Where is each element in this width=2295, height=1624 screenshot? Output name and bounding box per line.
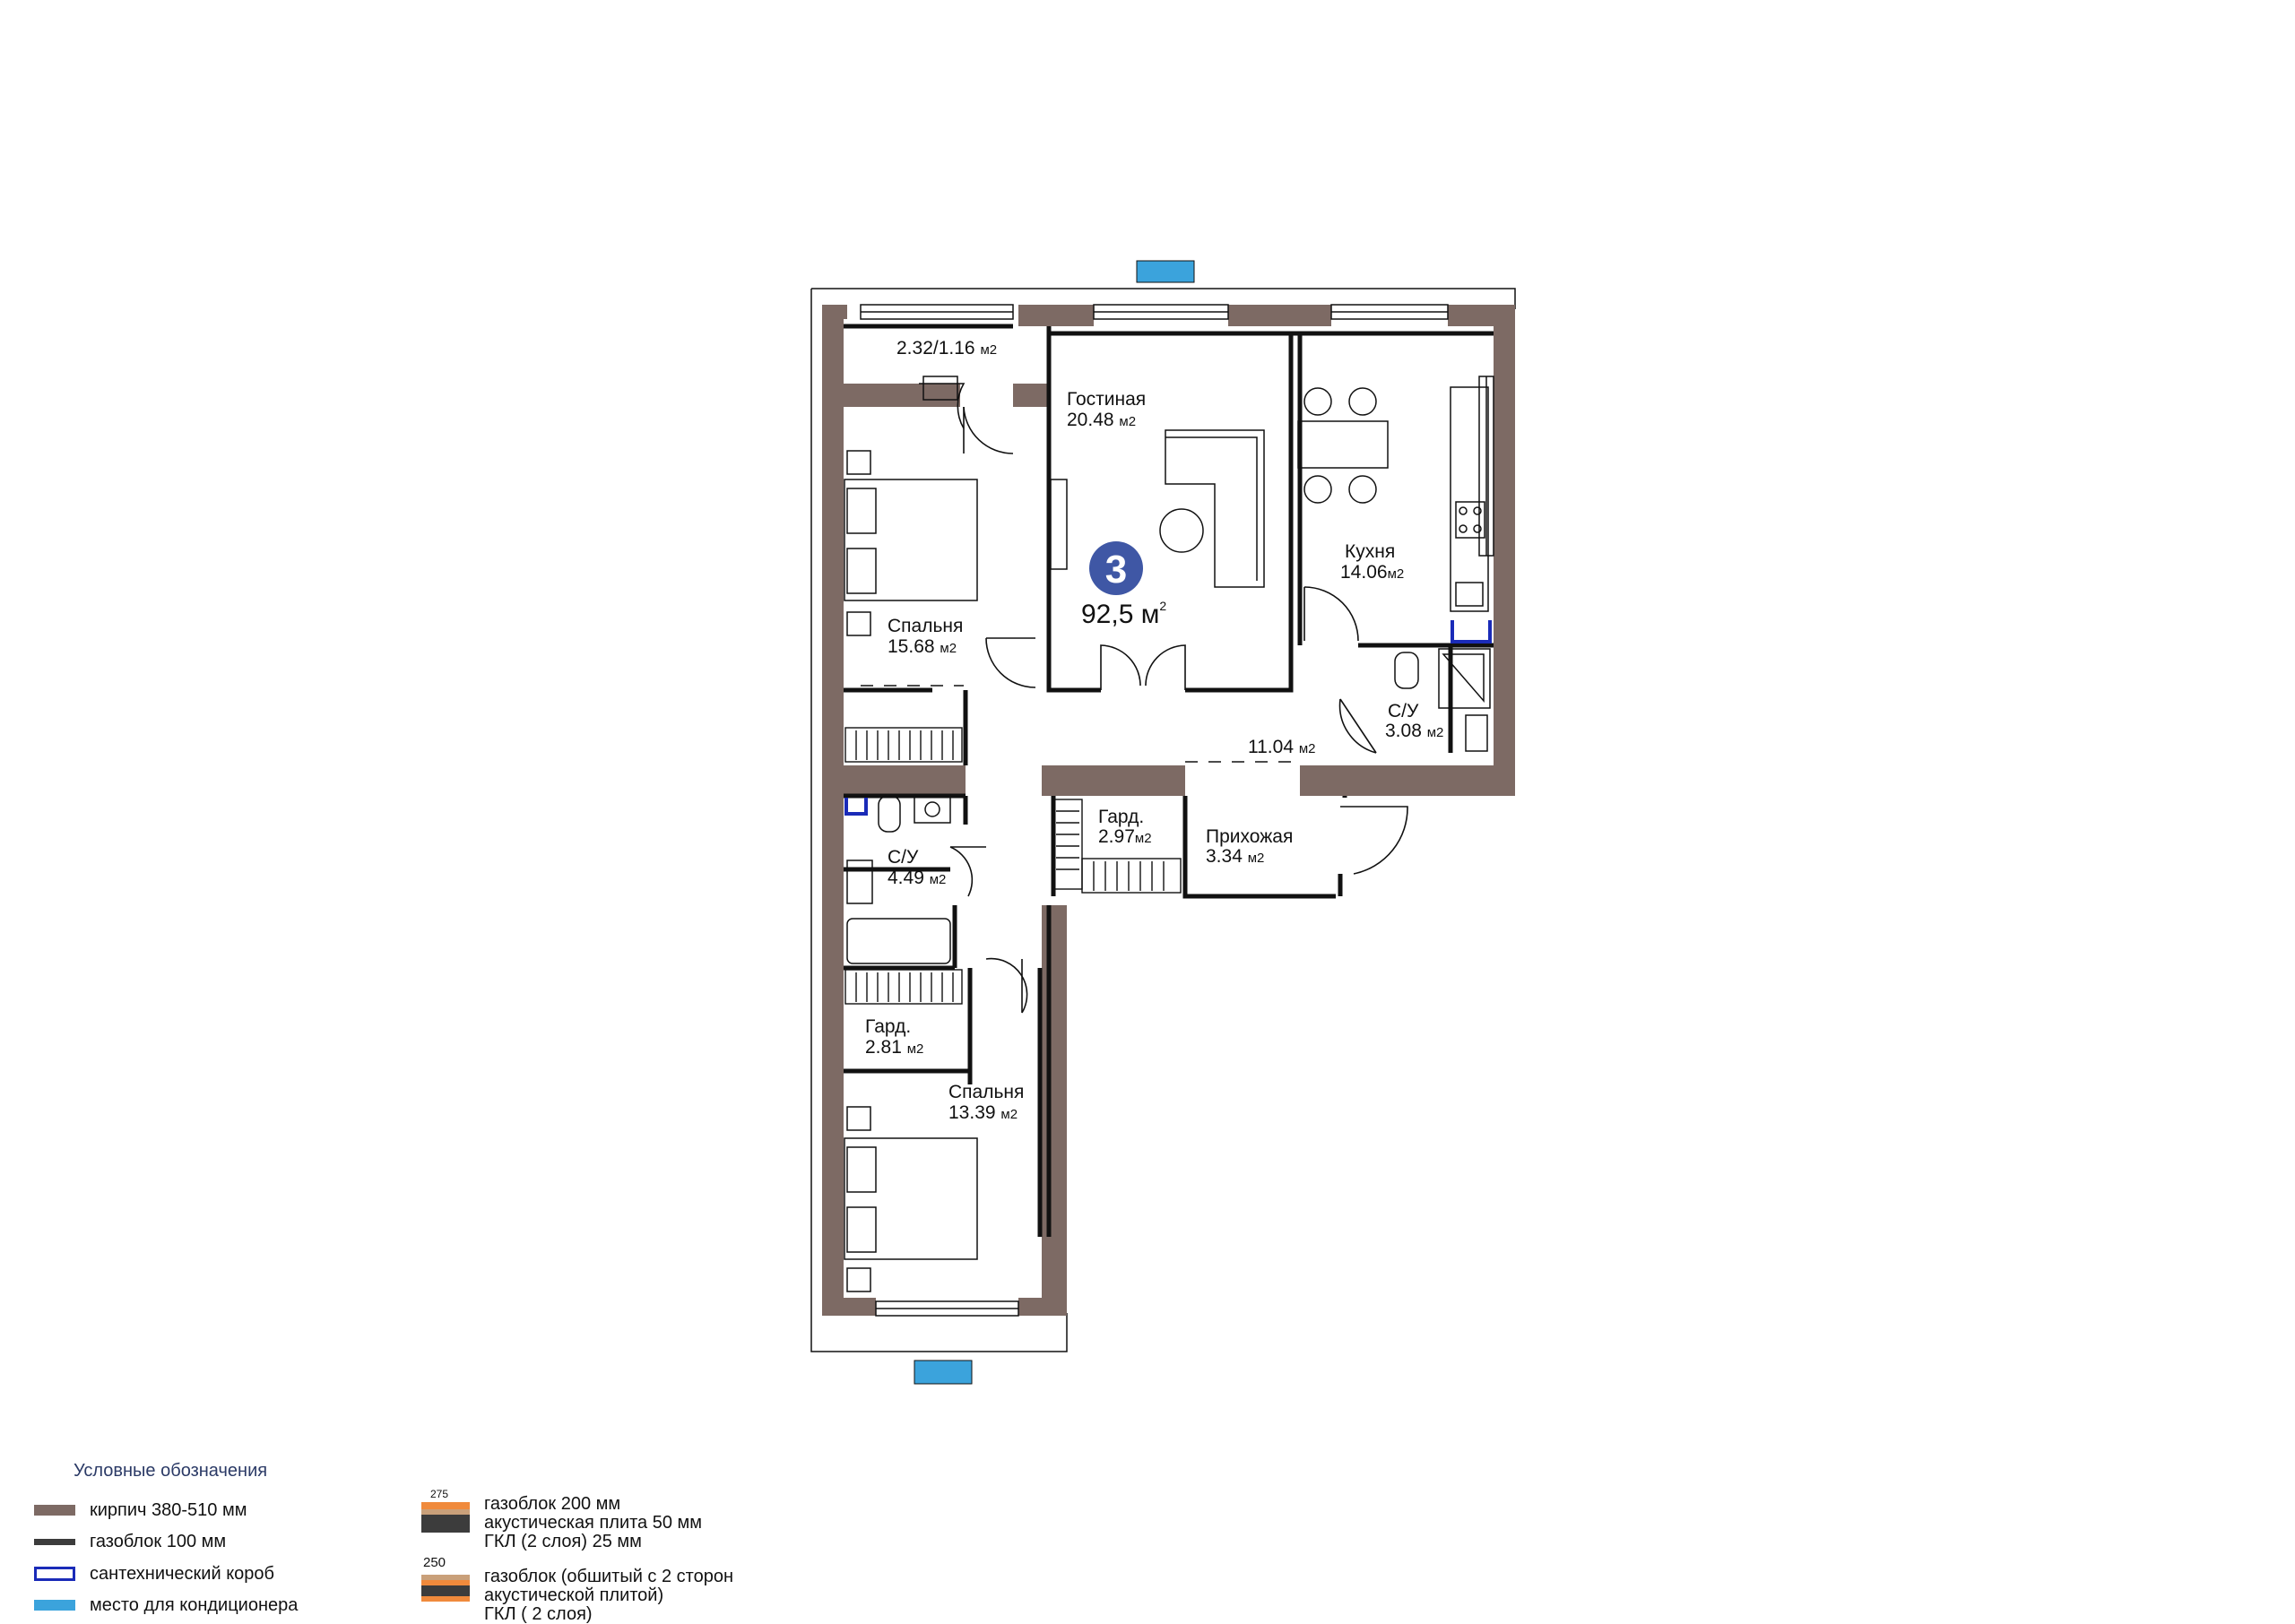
apartment-badge	[1089, 541, 1143, 595]
bathroom-small-area: 3.08	[1385, 721, 1422, 741]
furniture	[844, 376, 1491, 1292]
svg-text:20.48 м2: 20.48 м2	[1067, 410, 1136, 430]
gasblock-swatch	[34, 1538, 75, 1545]
svg-text:14.06м2: 14.06м2	[1340, 562, 1404, 583]
legend-item-plumbing: сантехнический короб	[34, 1560, 274, 1587]
wardrobe-1-area: 2.97	[1098, 826, 1135, 847]
svg-text:2.97м2: 2.97м2	[1098, 826, 1152, 847]
wall-spec-line: ГКЛ ( 2 слоя)	[484, 1604, 593, 1624]
brick-walls	[822, 305, 1515, 1316]
ac-place-top	[1136, 260, 1195, 283]
legend-item-ac: место для кондиционера	[34, 1592, 298, 1619]
wall-spec-line: ГКЛ (2 слоя) 25 мм	[484, 1532, 642, 1551]
tv-icon	[1050, 479, 1068, 570]
ac-place-bottom	[914, 1360, 973, 1385]
legend-item-label: газоблок 100 мм	[90, 1531, 227, 1551]
svg-text:3.08 м2: 3.08 м2	[1385, 721, 1443, 741]
legend-item-brick: кирпич 380-510 мм	[34, 1497, 247, 1524]
dining-table-icon	[1297, 420, 1389, 469]
wardrobe-2-name: Гард.	[865, 1016, 911, 1037]
svg-text:13.39 м2: 13.39 м2	[948, 1102, 1018, 1123]
shower-icon	[1438, 648, 1491, 709]
zone-lines	[861, 685, 1291, 763]
toilet-icon	[878, 795, 901, 833]
legend-item-label: место для кондиционера	[90, 1594, 299, 1615]
balcony-area: 2.32/1.16	[896, 338, 975, 358]
svg-text:15.68 м2: 15.68 м2	[888, 636, 957, 657]
outer-outline	[810, 288, 1516, 1352]
wardrobe-racks	[844, 727, 1182, 1005]
washing-machine-icon	[914, 795, 951, 824]
wall-section-icon	[421, 1502, 470, 1533]
legend-item-gasblock: газоблок 100 мм	[34, 1528, 226, 1555]
bed-icon	[844, 1137, 978, 1260]
wall-spec-line: газоблок (обшитый с 2 сторон	[484, 1567, 734, 1586]
bedroom-1-name: Спальня	[888, 616, 963, 636]
legend-item-label: сантехнический короб	[90, 1563, 274, 1584]
bathtub-icon	[846, 918, 951, 964]
toilet-icon	[1394, 652, 1419, 689]
sink-icon	[1455, 582, 1484, 607]
corridor-area: 11.04	[1248, 737, 1294, 757]
wall-spec-line: газоблок 200 мм	[484, 1494, 621, 1514]
svg-text:4.49 м2: 4.49 м2	[888, 868, 946, 888]
brick-swatch	[34, 1505, 75, 1516]
living-room-name: Гостиная	[1067, 389, 1146, 410]
apartment-rooms-count: 3	[1105, 548, 1127, 592]
stove-icon	[1455, 501, 1485, 539]
bedroom-2-name: Спальня	[948, 1082, 1024, 1102]
bathroom-small-name: С/У	[1388, 701, 1419, 721]
kitchen-area: 14.06	[1340, 562, 1388, 583]
bed-icon	[844, 479, 978, 601]
legend: Условные обозначения кирпич 380-510 мм г…	[34, 1452, 841, 1624]
room-labels: 2.32/1.16 м2 Гостиная 20.48 м2 Кухня 14.…	[865, 338, 1443, 1123]
plumbing-swatch	[34, 1567, 75, 1581]
ac-swatch	[34, 1600, 75, 1611]
wall-section-icon	[421, 1575, 470, 1602]
svg-text:2.81 м2: 2.81 м2	[865, 1037, 923, 1058]
windows	[860, 304, 1494, 1317]
svg-text:11.04 м2: 11.04 м2	[1248, 737, 1316, 757]
wall-spec-line: акустическая плита 50 мм	[484, 1513, 703, 1533]
bathroom-main-area: 4.49	[888, 868, 924, 888]
bathroom-main-name: С/У	[888, 847, 919, 868]
plumbing-boxes	[844, 620, 1492, 816]
svg-text:3.34 м2: 3.34 м2	[1206, 846, 1264, 867]
wardrobe-2-area: 2.81	[865, 1037, 902, 1058]
table-icon	[1159, 508, 1204, 553]
sofa-icon	[1165, 429, 1265, 588]
hallway-area: 3.34	[1206, 846, 1243, 867]
wardrobe-1-name: Гард.	[1098, 807, 1144, 827]
wall-spec-line: акустической плитой)	[484, 1585, 664, 1605]
svg-text:2.32/1.16 м2: 2.32/1.16 м2	[896, 338, 997, 358]
washbasin-icon	[1465, 714, 1488, 752]
apartment-total-area: 92,5 м2	[1081, 599, 1166, 629]
doors	[919, 383, 1408, 1014]
bedroom-2-area: 13.39	[948, 1102, 996, 1123]
legend-item-label: кирпич 380-510 мм	[90, 1499, 247, 1520]
hallway-name: Прихожая	[1206, 826, 1293, 847]
bedroom-1-area: 15.68	[888, 636, 935, 657]
living-room-area: 20.48	[1067, 410, 1114, 430]
legend-title: Условные обозначения	[74, 1461, 268, 1481]
washbasin-icon	[846, 860, 873, 904]
kitchen-name: Кухня	[1345, 541, 1395, 562]
